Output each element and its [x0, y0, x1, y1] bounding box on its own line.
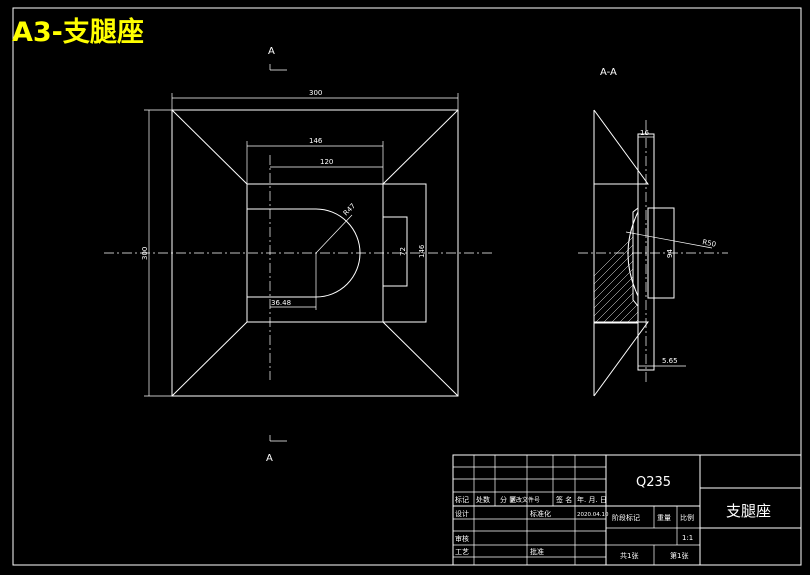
tb-scale-value: 1:1 [682, 534, 693, 542]
tb-process: 工艺 [455, 548, 469, 556]
tb-stage-mark: 阶段标记 [612, 513, 640, 522]
bevel-tr [382, 109, 459, 185]
hatch-line [594, 184, 638, 323]
tb-design-date: 2020.04.10 [577, 512, 609, 518]
dim-gap: 5.65 [662, 357, 678, 365]
hatch-line [692, 180, 810, 330]
hatch-line [611, 184, 638, 323]
hatch-line [594, 184, 638, 323]
dim-opening-width: 146 [309, 137, 323, 145]
radius-leader [315, 214, 353, 254]
tb-scale: 比例 [680, 513, 694, 522]
hatch-line [627, 184, 638, 323]
hatch-line [603, 184, 638, 323]
hatch-line [619, 184, 638, 323]
hatch-line [595, 184, 638, 323]
dim-bore: 94 [666, 249, 674, 258]
hatch-line [594, 184, 638, 323]
plan-view: 300 146 120 300 146 72 R47 36.48 A A [104, 46, 495, 464]
hatch-line [676, 180, 810, 330]
tb-date: 年. 月. 日 [577, 495, 607, 504]
tb-count: 处数 [476, 495, 490, 504]
tb-mark: 标记 [455, 495, 469, 504]
dim-overall-height: 300 [141, 247, 149, 260]
section-label: A-A [600, 67, 617, 78]
dim-thickness: 16 [640, 129, 649, 137]
tb-change-doc: 更改文件号 [510, 496, 540, 504]
bevel-bl [171, 321, 248, 397]
hatch-line [594, 184, 638, 323]
hatch-line [684, 180, 810, 330]
flange-bottom [593, 321, 649, 397]
dim-slot-height: 72 [399, 247, 407, 256]
tb-approve: 批准 [530, 547, 544, 556]
hatch-line [668, 180, 810, 330]
tb-standardize: 标准化 [530, 509, 551, 518]
sheet-border [12, 7, 802, 566]
hatch-line [594, 184, 638, 323]
tb-part-name: 支腿座 [726, 502, 771, 520]
sphere-radius-leader [625, 231, 713, 249]
flange-top [593, 109, 649, 185]
title-block: 标记 处数 分 区 更改文件号 签 名 年. 月. 日 设计 2020.04.1… [452, 454, 802, 566]
dim-offset: 36.48 [271, 299, 291, 307]
hatch-line [594, 184, 638, 323]
dim-slot-length: 120 [320, 158, 333, 166]
tb-design: 设计 [455, 509, 469, 518]
section-mark-bottom: A [266, 453, 273, 464]
tb-zone: 分 区 [500, 495, 516, 504]
hatch-line [660, 180, 810, 330]
section-mark-top: A [268, 46, 275, 57]
bevel-tl [171, 109, 248, 185]
hatch-line [594, 184, 638, 323]
tb-weight: 重量 [657, 514, 671, 522]
tb-material: Q235 [636, 475, 671, 490]
dim-opening-height: 146 [418, 244, 426, 258]
hatching [594, 180, 810, 330]
dim-radius: R47 [342, 202, 357, 217]
tb-sheet-no: 第1张 [670, 551, 688, 560]
tb-total-sheets: 共1张 [620, 551, 638, 560]
section-view: A-A 16 94 R50 5.65 [578, 67, 810, 397]
dim-sphere-radius: R50 [702, 238, 717, 249]
tb-sign: 签 名 [556, 495, 572, 504]
bevel-br [382, 321, 459, 397]
spherical-seat [627, 211, 639, 297]
hatch-line [635, 184, 638, 323]
sheet-title: A3-支腿座 [12, 16, 144, 48]
tb-check: 审核 [455, 534, 469, 543]
dim-overall-width: 300 [309, 89, 322, 97]
